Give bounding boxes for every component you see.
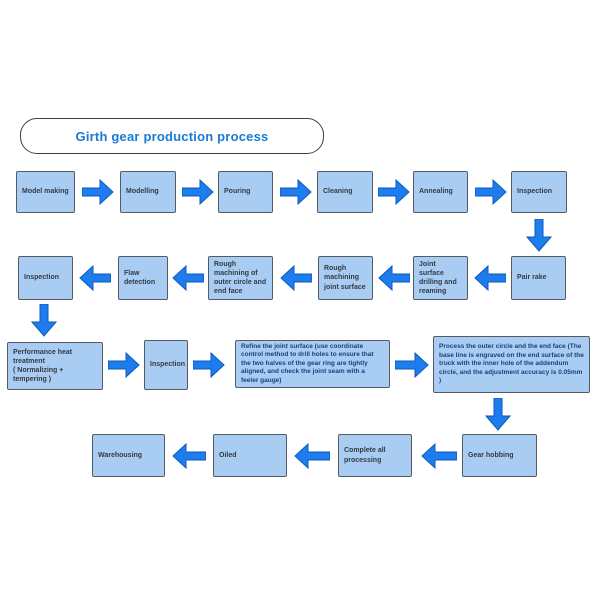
flow-node-flaw-detection: Flaw detection (118, 256, 168, 300)
node-label: Refine the joint surface (use coordinate… (241, 342, 374, 384)
arrow-left-icon (421, 443, 457, 469)
node-label-line1: Performance heat treatment (13, 348, 73, 365)
flow-node-inspection-2: Inspection (18, 256, 73, 300)
node-label: Inspection (150, 361, 186, 369)
arrow-right-icon (82, 179, 114, 205)
arrow-down-icon (31, 304, 57, 337)
node-label: Model making (22, 188, 69, 196)
node-label: Performance heat treatment ( Normalizing… (13, 348, 97, 384)
node-label: Rough machining of outer circle and end … (214, 260, 267, 296)
node-label: Flaw detection (124, 269, 156, 286)
arrow-left-icon (280, 265, 312, 291)
node-label: Gear hobbing (468, 451, 514, 459)
arrow-left-icon (474, 265, 506, 291)
node-label-line2: ( Normalizing + tempering ) (13, 367, 64, 384)
flow-node-inspection-1: Inspection (511, 171, 567, 213)
flow-node-rough-machining-joint: Rough machining joint surface (318, 256, 373, 300)
arrow-left-icon (172, 265, 204, 291)
flow-node-pair-rake: Pair rake (511, 256, 566, 300)
flow-node-warehousing: Warehousing (92, 434, 165, 477)
flow-node-gear-hobbing: Gear hobbing (462, 434, 537, 477)
flow-node-refine-joint-surface: Refine the joint surface (use coordinate… (235, 340, 390, 388)
node-label: Cleaning (323, 188, 353, 196)
node-label: Joint surface drilling and reaming (419, 260, 457, 296)
node-label: Process the outer circle and the end fac… (439, 343, 584, 385)
flow-node-annealing: Annealing (413, 171, 468, 213)
flow-node-model-making: Model making (16, 171, 75, 213)
page-title: Girth gear production process (75, 128, 269, 144)
arrow-down-icon (526, 219, 552, 252)
flow-node-oiled: Oiled (213, 434, 287, 477)
arrow-right-icon (280, 179, 312, 205)
flow-node-process-outer-circle: Process the outer circle and the end fac… (433, 336, 590, 393)
node-label: Oiled (219, 451, 237, 459)
arrow-right-icon (193, 352, 225, 378)
arrow-left-icon (378, 265, 410, 291)
node-label: Warehousing (98, 451, 143, 459)
arrow-right-icon (395, 352, 429, 378)
flow-node-modelling: Modelling (120, 171, 176, 213)
arrow-right-icon (108, 352, 140, 378)
arrow-left-icon (79, 265, 111, 291)
flow-node-complete-all-processing: Complete all processing (338, 434, 412, 477)
arrow-left-icon (294, 443, 330, 469)
node-label: Complete all processing (344, 447, 386, 464)
flow-node-rough-machining-outer: Rough machining of outer circle and end … (208, 256, 273, 300)
flow-node-pouring: Pouring (218, 171, 273, 213)
flow-node-joint-surface-drilling: Joint surface drilling and reaming (413, 256, 468, 300)
node-label: Annealing (419, 188, 453, 196)
node-label: Inspection (24, 274, 60, 282)
node-label: Pouring (224, 188, 251, 196)
arrow-right-icon (182, 179, 214, 205)
flow-node-cleaning: Cleaning (317, 171, 373, 213)
arrow-left-icon (172, 443, 206, 469)
node-label: Rough machining joint surface (324, 265, 366, 291)
node-label: Modelling (126, 188, 159, 196)
arrow-right-icon (378, 179, 410, 205)
node-label: Pair rake (517, 274, 547, 282)
arrow-down-icon (485, 398, 511, 431)
node-label: Inspection (517, 188, 553, 196)
flow-node-inspection-3: Inspection (144, 340, 188, 390)
arrow-right-icon (475, 179, 507, 205)
title-pill: Girth gear production process (20, 118, 324, 154)
flow-node-performance-heat-treatment: Performance heat treatment ( Normalizing… (7, 342, 103, 390)
